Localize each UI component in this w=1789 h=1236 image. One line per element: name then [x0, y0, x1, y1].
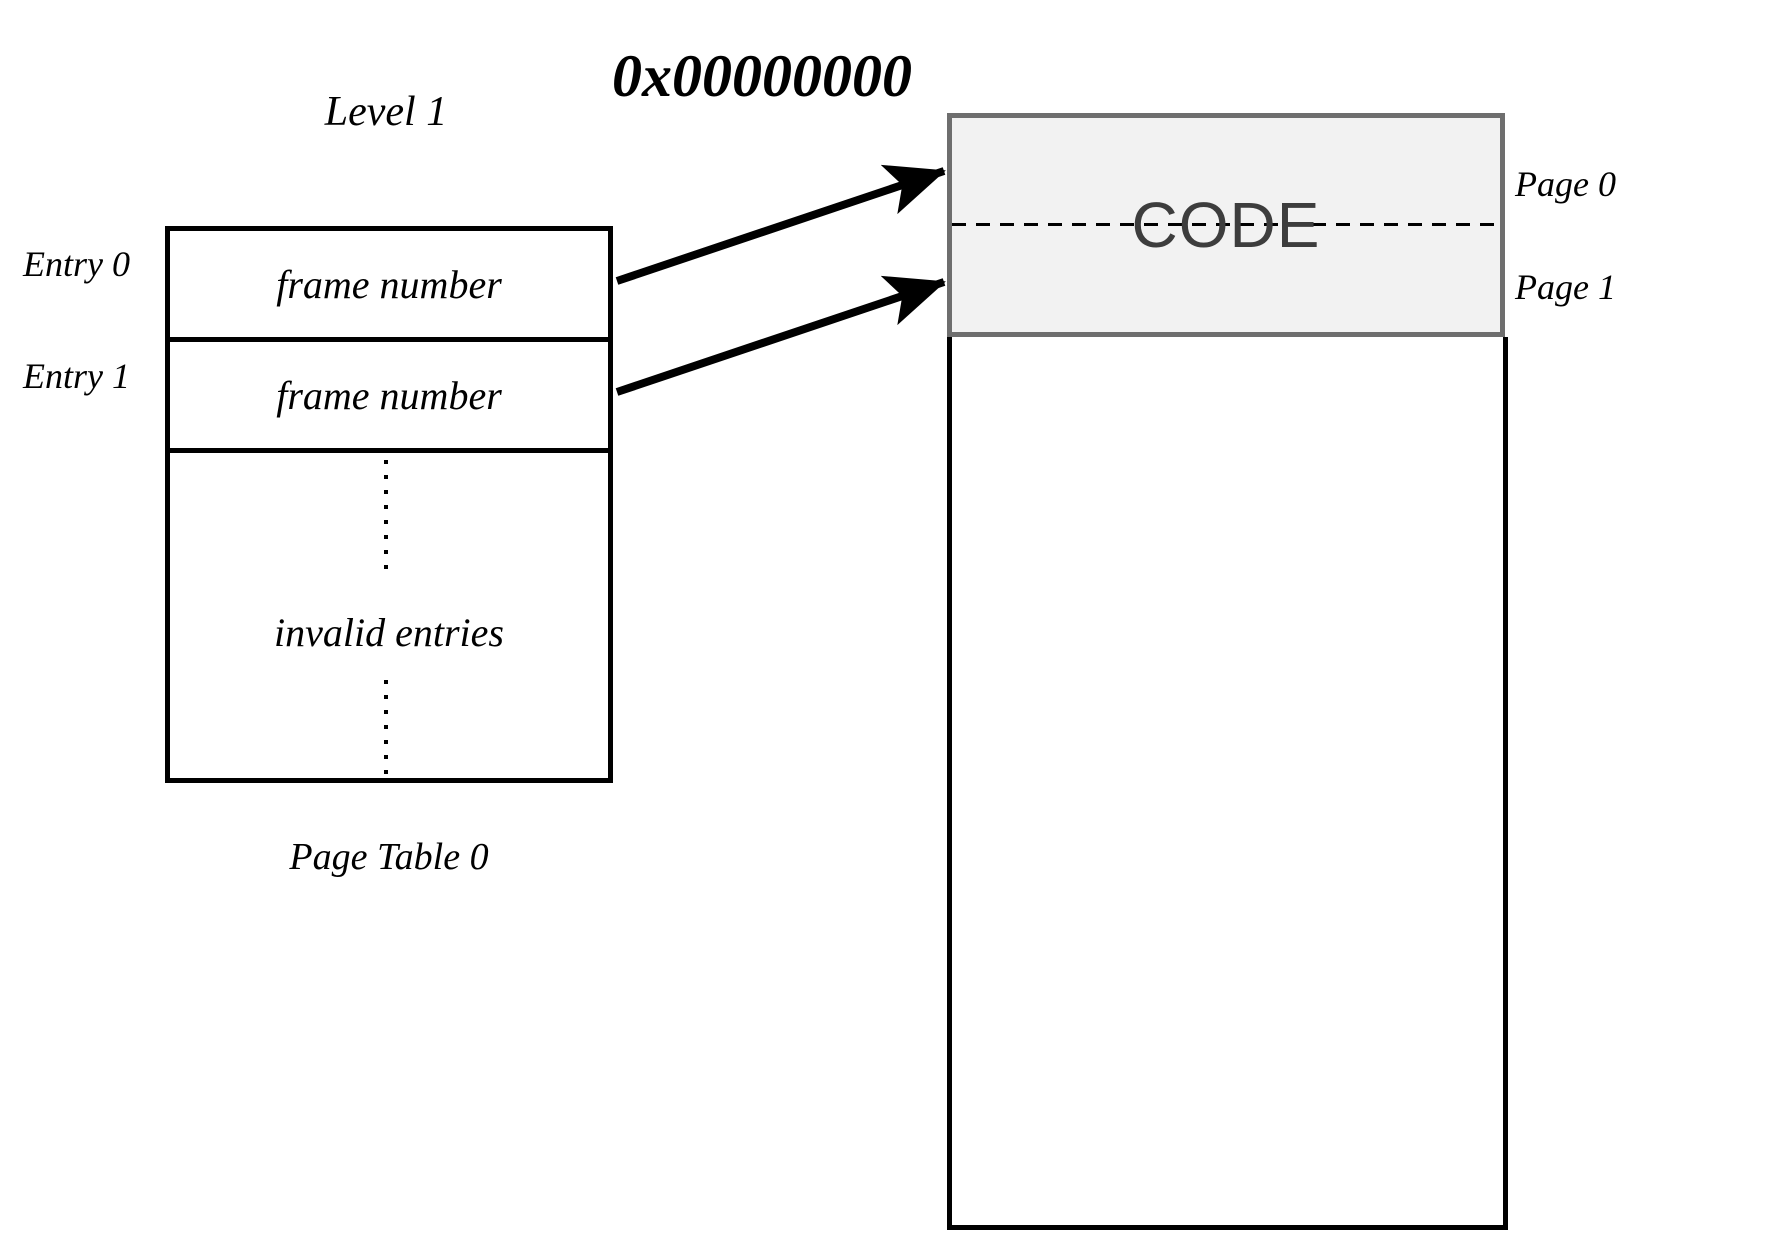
ellipsis-dots — [384, 680, 388, 776]
code-segment-box: CODE — [947, 113, 1505, 337]
physical-memory-box — [947, 337, 1508, 1230]
virtual-address-label: 0x00000000 — [612, 43, 912, 109]
page-table-entry-1: frame number — [276, 372, 502, 418]
entry0-to-page0-arrow — [615, 164, 946, 285]
row-divider — [170, 337, 608, 342]
level-1-label: Level 1 — [324, 89, 448, 135]
row-divider — [170, 448, 608, 453]
entry1-to-page1-arrow — [615, 275, 946, 396]
page-table-box: frame number frame number invalid entrie… — [165, 226, 613, 783]
entry-0-label: Entry 0 — [23, 244, 130, 284]
entry-1-label: Entry 1 — [23, 356, 130, 396]
ellipsis-dots — [384, 460, 388, 578]
page-0-label: Page 0 — [1515, 164, 1616, 204]
code-segment-label: CODE — [1131, 189, 1321, 261]
page-table-caption: Page Table 0 — [289, 836, 489, 878]
page-1-label: Page 1 — [1515, 267, 1616, 307]
invalid-entries-label: invalid entries — [274, 610, 504, 655]
page-table-entry-0: frame number — [276, 261, 502, 307]
page-boundary-dashed-line — [952, 223, 1500, 226]
